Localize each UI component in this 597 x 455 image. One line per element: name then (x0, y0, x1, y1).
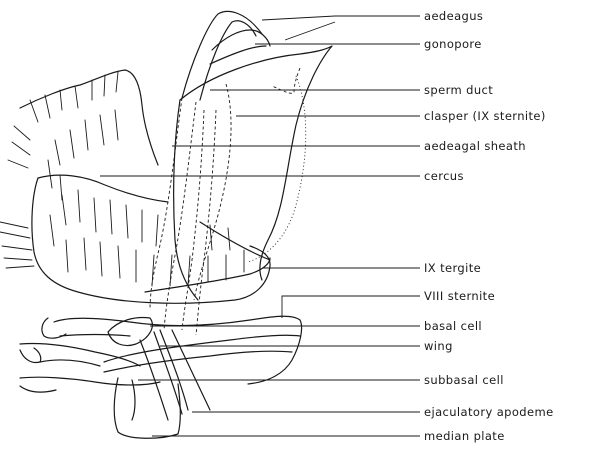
leader-lines (100, 16, 420, 436)
label-ejaculatory-apodeme: ejaculatory apodeme (424, 405, 554, 419)
aedeagus-sheath (150, 11, 300, 335)
label-median-plate: median plate (424, 429, 505, 443)
label-viii-sternite: VIII sternite (424, 289, 495, 303)
label-subbasal-cell: subbasal cell (424, 373, 504, 387)
lower-structures (20, 316, 302, 438)
label-aedeagal-sheath: aedeagal sheath (424, 139, 526, 153)
cercus-lobe (0, 70, 270, 303)
label-sperm-duct: sperm duct (424, 83, 493, 97)
label-cercus: cercus (424, 169, 464, 183)
label-gonopore: gonopore (424, 37, 482, 51)
labels: aedeagus gonopore sperm duct clasper (IX… (424, 9, 554, 443)
label-clasper: clasper (IX sternite) (424, 109, 546, 123)
label-basal-cell: basal cell (424, 319, 482, 333)
label-wing: wing (424, 339, 453, 353)
label-aedeagus: aedeagus (424, 9, 483, 23)
label-ix-tergite: IX tergite (424, 261, 481, 275)
clasper-shape (174, 46, 332, 300)
